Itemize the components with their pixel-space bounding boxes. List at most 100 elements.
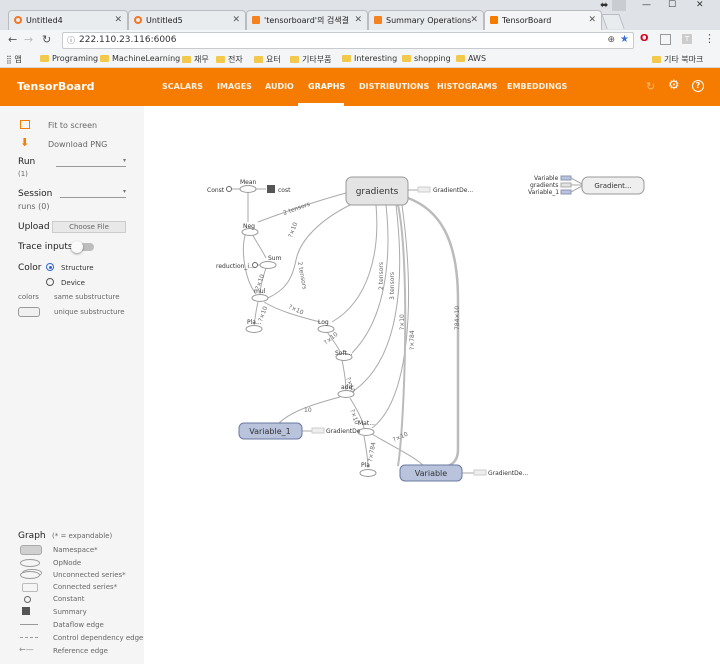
placeholder-node[interactable] (359, 469, 377, 477)
download-icon[interactable]: ⬇ (20, 136, 30, 149)
run-select[interactable]: ▾ (56, 157, 126, 167)
const-node[interactable] (226, 186, 232, 192)
mul-node[interactable] (251, 294, 269, 302)
variable-node[interactable] (399, 464, 463, 482)
radio-device[interactable] (46, 278, 54, 286)
edge-mat-pla (363, 435, 369, 469)
address-toolbar: ← → ↻ ⓘ 222.110.23.116:6006 ⊕ ★ O T ⋮ (0, 30, 720, 53)
zoom-icon[interactable]: ⊕ (607, 35, 615, 45)
bookmark-folder[interactable]: 재무 (182, 54, 209, 65)
extension-icon[interactable] (660, 34, 671, 45)
sum-node[interactable] (259, 261, 277, 269)
forward-icon[interactable]: → (24, 33, 34, 46)
device-option: Device (61, 279, 85, 287)
gradients-node[interactable] (345, 176, 409, 206)
bookmark-folder[interactable]: AWS (456, 54, 486, 63)
back-icon[interactable]: ← (8, 33, 18, 46)
aux-variable1-icon (560, 189, 572, 195)
bookmark-folder[interactable]: 기타부품 (290, 54, 331, 65)
close-icon[interactable]: ✕ (232, 15, 240, 25)
tab-scalars[interactable]: SCALARS (162, 82, 204, 91)
url-field[interactable]: ⓘ 222.110.23.116:6006 ⊕ ★ (62, 32, 634, 49)
session-runs-select[interactable]: ▾ (60, 188, 126, 198)
download-png-button[interactable]: Download PNG (48, 140, 108, 149)
bookmark-apps[interactable]: ⣿ 앱 (6, 55, 22, 64)
aux-gradient-node[interactable] (581, 176, 645, 195)
variable1-node[interactable] (238, 422, 303, 440)
close-icon[interactable]: ✕ (470, 15, 478, 25)
chevron-down-icon: ▾ (122, 188, 126, 195)
edge-gradients-neg (257, 192, 347, 223)
log-node[interactable] (317, 325, 335, 333)
maximize-button[interactable]: ☐ (668, 0, 677, 10)
legend-connected-series: Connected series* (53, 583, 118, 591)
settings-gear-icon[interactable]: ⚙ (668, 78, 680, 93)
close-icon[interactable]: ✕ (588, 15, 596, 25)
legend-constant: Constant (53, 595, 85, 603)
close-window-button[interactable]: ✕ (696, 0, 704, 10)
edge-label: ?×10 (323, 331, 340, 347)
tab-graphs[interactable]: GRAPHS (308, 82, 346, 91)
edge-sum-mul (259, 267, 267, 296)
bookmark-folder[interactable]: 전자 (216, 54, 243, 65)
edge-label: 784×10 (454, 306, 461, 330)
graph-svg: 2 tensors ?×10 ?×10 2 tensors 2 tensors … (207, 175, 645, 482)
softmax-node[interactable] (335, 353, 353, 361)
help-icon[interactable]: ? (692, 80, 704, 92)
close-icon[interactable]: ✕ (354, 15, 362, 25)
close-icon[interactable]: ✕ (114, 15, 122, 25)
legend-control-dependency-edge: Control dependency edge (53, 634, 144, 642)
tab-embeddings[interactable]: EMBEDDINGS (507, 82, 568, 91)
browser-tab-bar: Untitled4 ✕ Untitled5 ✕ 'tensorboard'의 검… (0, 0, 720, 31)
mean-node[interactable] (239, 185, 257, 193)
tab-label: TensorBoard (502, 16, 552, 25)
tab-images[interactable]: IMAGES (217, 82, 252, 91)
mul-label: mul (254, 288, 266, 295)
bookmark-folder[interactable]: shopping (402, 54, 451, 63)
bookmark-folder[interactable]: 요터 (254, 54, 281, 65)
session-label: Session (18, 189, 53, 199)
fit-screen-icon[interactable] (20, 120, 30, 129)
profile-icon[interactable] (612, 0, 626, 11)
translate-icon[interactable]: T (682, 34, 692, 44)
placeholder-node[interactable] (245, 325, 263, 333)
edge-add-mat (349, 397, 365, 429)
run-label: Run (18, 157, 36, 167)
menu-icon[interactable]: ⋮ (704, 32, 715, 45)
legend-note: (* = expandable) (52, 532, 113, 540)
run-count: (1) (18, 170, 28, 178)
opera-extension-icon[interactable]: O (640, 33, 649, 44)
browser-tab-summary-operations[interactable]: Summary Operations ✕ (368, 10, 484, 30)
graph-canvas[interactable]: 2 tensors ?×10 ?×10 2 tensors 2 tensors … (144, 106, 720, 664)
radio-structure[interactable] (46, 263, 54, 271)
edge-mul-log (263, 301, 321, 323)
matmul-node[interactable] (357, 428, 375, 436)
bookmark-folder[interactable]: Interesting (342, 54, 397, 63)
add-node[interactable] (337, 390, 355, 398)
summary-icon (267, 185, 275, 193)
edge-gradients-log (331, 204, 378, 323)
graph-controls-sidebar: Fit to screen ⬇ Download PNG Run (1) ▾ S… (0, 106, 144, 664)
fit-to-screen-button[interactable]: Fit to screen (48, 121, 98, 130)
choose-file-button[interactable]: Choose File (52, 221, 126, 233)
browser-tab-untitled4[interactable]: Untitled4 ✕ (8, 10, 128, 30)
bookmark-folder[interactable]: MachineLearning (100, 54, 180, 63)
tab-distributions[interactable]: DISTRIBUTIONS (359, 82, 430, 91)
tab-audio[interactable]: AUDIO (265, 82, 294, 91)
bookmark-folder[interactable]: Programing (40, 54, 98, 63)
reduction-node[interactable] (252, 262, 258, 268)
browser-tab-untitled5[interactable]: Untitled5 ✕ (128, 10, 246, 30)
reload-icon[interactable]: ↻ (42, 33, 52, 46)
tab-histograms[interactable]: HISTOGRAMS (437, 82, 498, 91)
bookmark-other[interactable]: 기타 북마크 (652, 54, 703, 65)
neg-node[interactable] (241, 228, 259, 236)
bookmark-star-icon[interactable]: ★ (620, 34, 629, 45)
tab-label: Summary Operations (386, 16, 472, 25)
browser-tab-tensorboard[interactable]: TensorBoard ✕ (484, 10, 602, 31)
browser-tab-search[interactable]: 'tensorboard'의 검색결 ✕ (246, 10, 368, 30)
new-tab-button[interactable] (601, 14, 625, 29)
trace-inputs-toggle[interactable] (71, 241, 94, 253)
minimize-button[interactable]: — (642, 0, 651, 10)
refresh-icon[interactable]: ↻ (646, 80, 656, 93)
active-tab-indicator (298, 103, 344, 106)
